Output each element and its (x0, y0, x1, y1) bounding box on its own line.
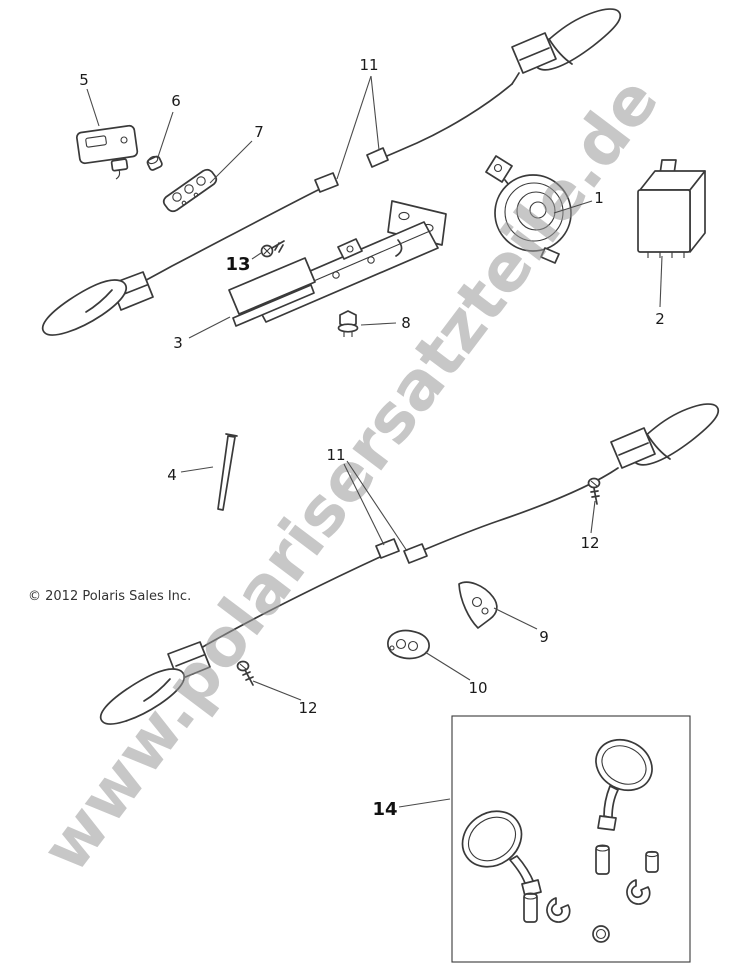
part-indicator-lamp-9 (458, 581, 498, 629)
callout-12-left: 12 (298, 699, 317, 717)
callout-8: 8 (401, 314, 411, 332)
watermark-text: www.polarisersatzteile.de (27, 63, 674, 886)
part-screw-12-right (587, 477, 601, 505)
part-turn-signal-lower-left-2 (99, 538, 400, 725)
mirror-hardware (523, 844, 659, 943)
part-indicator-lamp-10 (387, 629, 430, 660)
part-mirror-kit (451, 715, 691, 963)
callout-6: 6 (171, 92, 181, 110)
callout-9: 9 (539, 628, 549, 646)
callout-4: 4 (167, 466, 177, 484)
mirror-right (595, 738, 653, 831)
callout-10: 10 (468, 679, 487, 697)
callout-1: 1 (594, 189, 604, 207)
callout-7: 7 (254, 123, 264, 141)
leader-lines (86, 75, 663, 808)
copyright-text: © 2012 Polaris Sales Inc. (28, 589, 191, 604)
part-turn-signal-upper (366, 8, 622, 168)
callout-labels: 5 6 7 11 1 2 13 3 8 4 11 12 9 10 12 14 (79, 56, 665, 820)
callout-11-bottom: 11 (326, 446, 345, 464)
part-mount-plate (162, 168, 218, 213)
callout-12-right: 12 (580, 534, 599, 552)
part-fastener (146, 155, 163, 171)
callout-14: 14 (372, 799, 397, 820)
mirror-left (461, 810, 542, 897)
callout-11-top: 11 (359, 56, 378, 74)
part-flasher-module (75, 124, 139, 180)
callout-3: 3 (173, 334, 183, 352)
part-flange-bolt (337, 310, 359, 337)
part-screw-12-left (236, 660, 254, 686)
callout-13: 13 (225, 254, 250, 275)
callout-5: 5 (79, 71, 89, 89)
callout-2: 2 (655, 310, 665, 328)
part-bracket-assembly (228, 200, 447, 327)
part-turn-signal-lower-left (41, 172, 339, 336)
part-relay (637, 159, 706, 258)
part-turn-signal-upper-2 (403, 403, 720, 564)
part-screw-13 (260, 240, 285, 258)
part-horn (485, 155, 572, 264)
part-rod (217, 433, 238, 511)
